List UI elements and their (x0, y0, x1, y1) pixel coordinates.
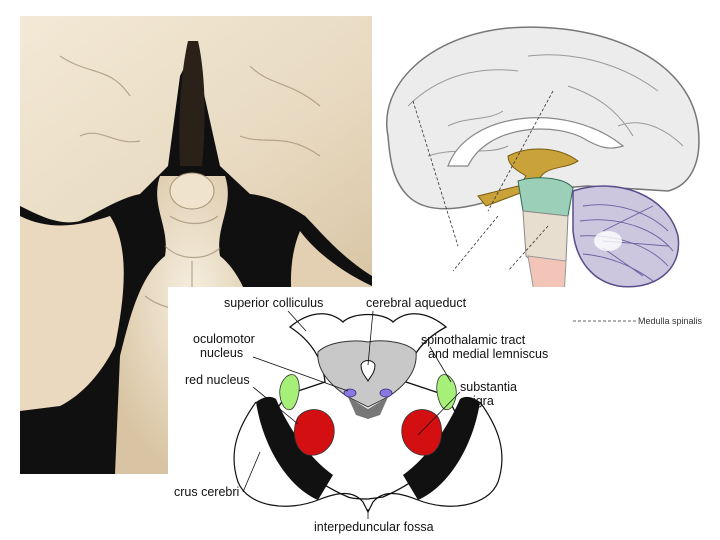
midbrain (518, 178, 573, 216)
oculomotor-nucleus-label-line2: nucleus (200, 346, 243, 360)
cerebellum (573, 186, 679, 287)
medulla-spinalis-label: Medulla spinalis (638, 316, 703, 326)
oculomotor-nucleus-label-line1: oculomotor (193, 332, 255, 346)
interpeduncular-fossa-label: interpeduncular fossa (314, 520, 434, 534)
crus-cerebri-label: crus cerebri (174, 485, 239, 499)
substantia-nigra-label-line1: substantia (460, 380, 517, 394)
spinothalamic-label-line1: spinothalamic tract (421, 333, 526, 347)
midbrain-cross-section: superior colliculus cerebral aqueduct oc… (168, 287, 568, 540)
spinothalamic-label-line2: and medial lemniscus (428, 347, 548, 361)
substantia-nigra-label-line2: nigra (466, 394, 494, 408)
cerebral-aqueduct-label: cerebral aqueduct (366, 296, 467, 310)
red-nucleus-label: red nucleus (185, 373, 250, 387)
oculomotor-nucleus-right (380, 389, 392, 397)
midbrain-cross-section-panel: superior colliculus cerebral aqueduct oc… (168, 287, 568, 540)
superior-colliculus-label: superior colliculus (224, 296, 323, 310)
